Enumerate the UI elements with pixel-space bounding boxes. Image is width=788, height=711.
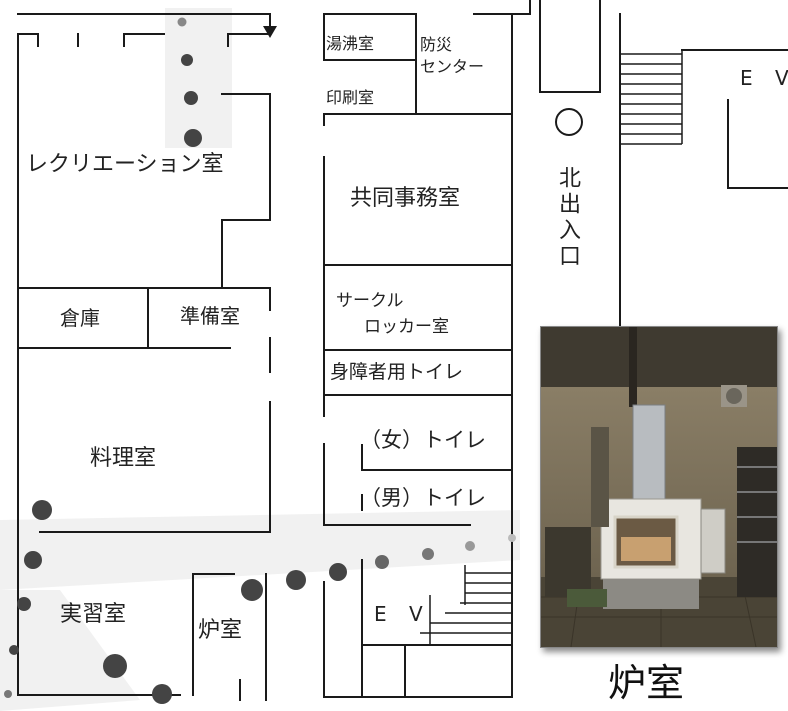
- photo-caption: 炉室: [608, 661, 685, 705]
- room-recreation: レクリエーション室: [26, 152, 224, 177]
- elevator-right: E V: [740, 66, 788, 90]
- room-circle-locker-1: サークル: [336, 291, 404, 311]
- room-kiln-small: 炉室: [198, 618, 243, 643]
- room-prep: 準備室: [180, 304, 240, 328]
- route-dots: [4, 17, 516, 704]
- kiln-room-photo: [540, 326, 778, 648]
- room-womens-toilet: （女）トイレ: [360, 428, 486, 452]
- room-cooking: 料理室: [90, 446, 157, 471]
- room-accessible-toilet: 身障者用トイレ: [330, 361, 464, 383]
- room-practice: 実習室: [60, 602, 127, 627]
- route-band: [0, 8, 520, 711]
- room-mens-toilet: （男）トイレ: [360, 486, 486, 510]
- stairs-right: [620, 50, 683, 145]
- room-shared-office: 共同事務室: [350, 186, 461, 211]
- room-storage: 倉庫: [60, 306, 100, 330]
- arrow-down-icon: [263, 14, 277, 38]
- north-exit-label: 北出入口: [555, 166, 580, 270]
- circle-icon: [555, 108, 583, 136]
- kiln-photo-image: [541, 327, 777, 647]
- room-printing: 印刷室: [326, 88, 375, 107]
- walls: [17, 0, 788, 701]
- room-water-boiler: 湯沸室: [326, 34, 375, 53]
- elevator-center: E V: [374, 602, 431, 626]
- room-disaster-center: 防災 センター: [420, 35, 485, 77]
- stairs-center: [420, 565, 512, 645]
- room-circle-locker-2: ロッカー室: [364, 317, 449, 337]
